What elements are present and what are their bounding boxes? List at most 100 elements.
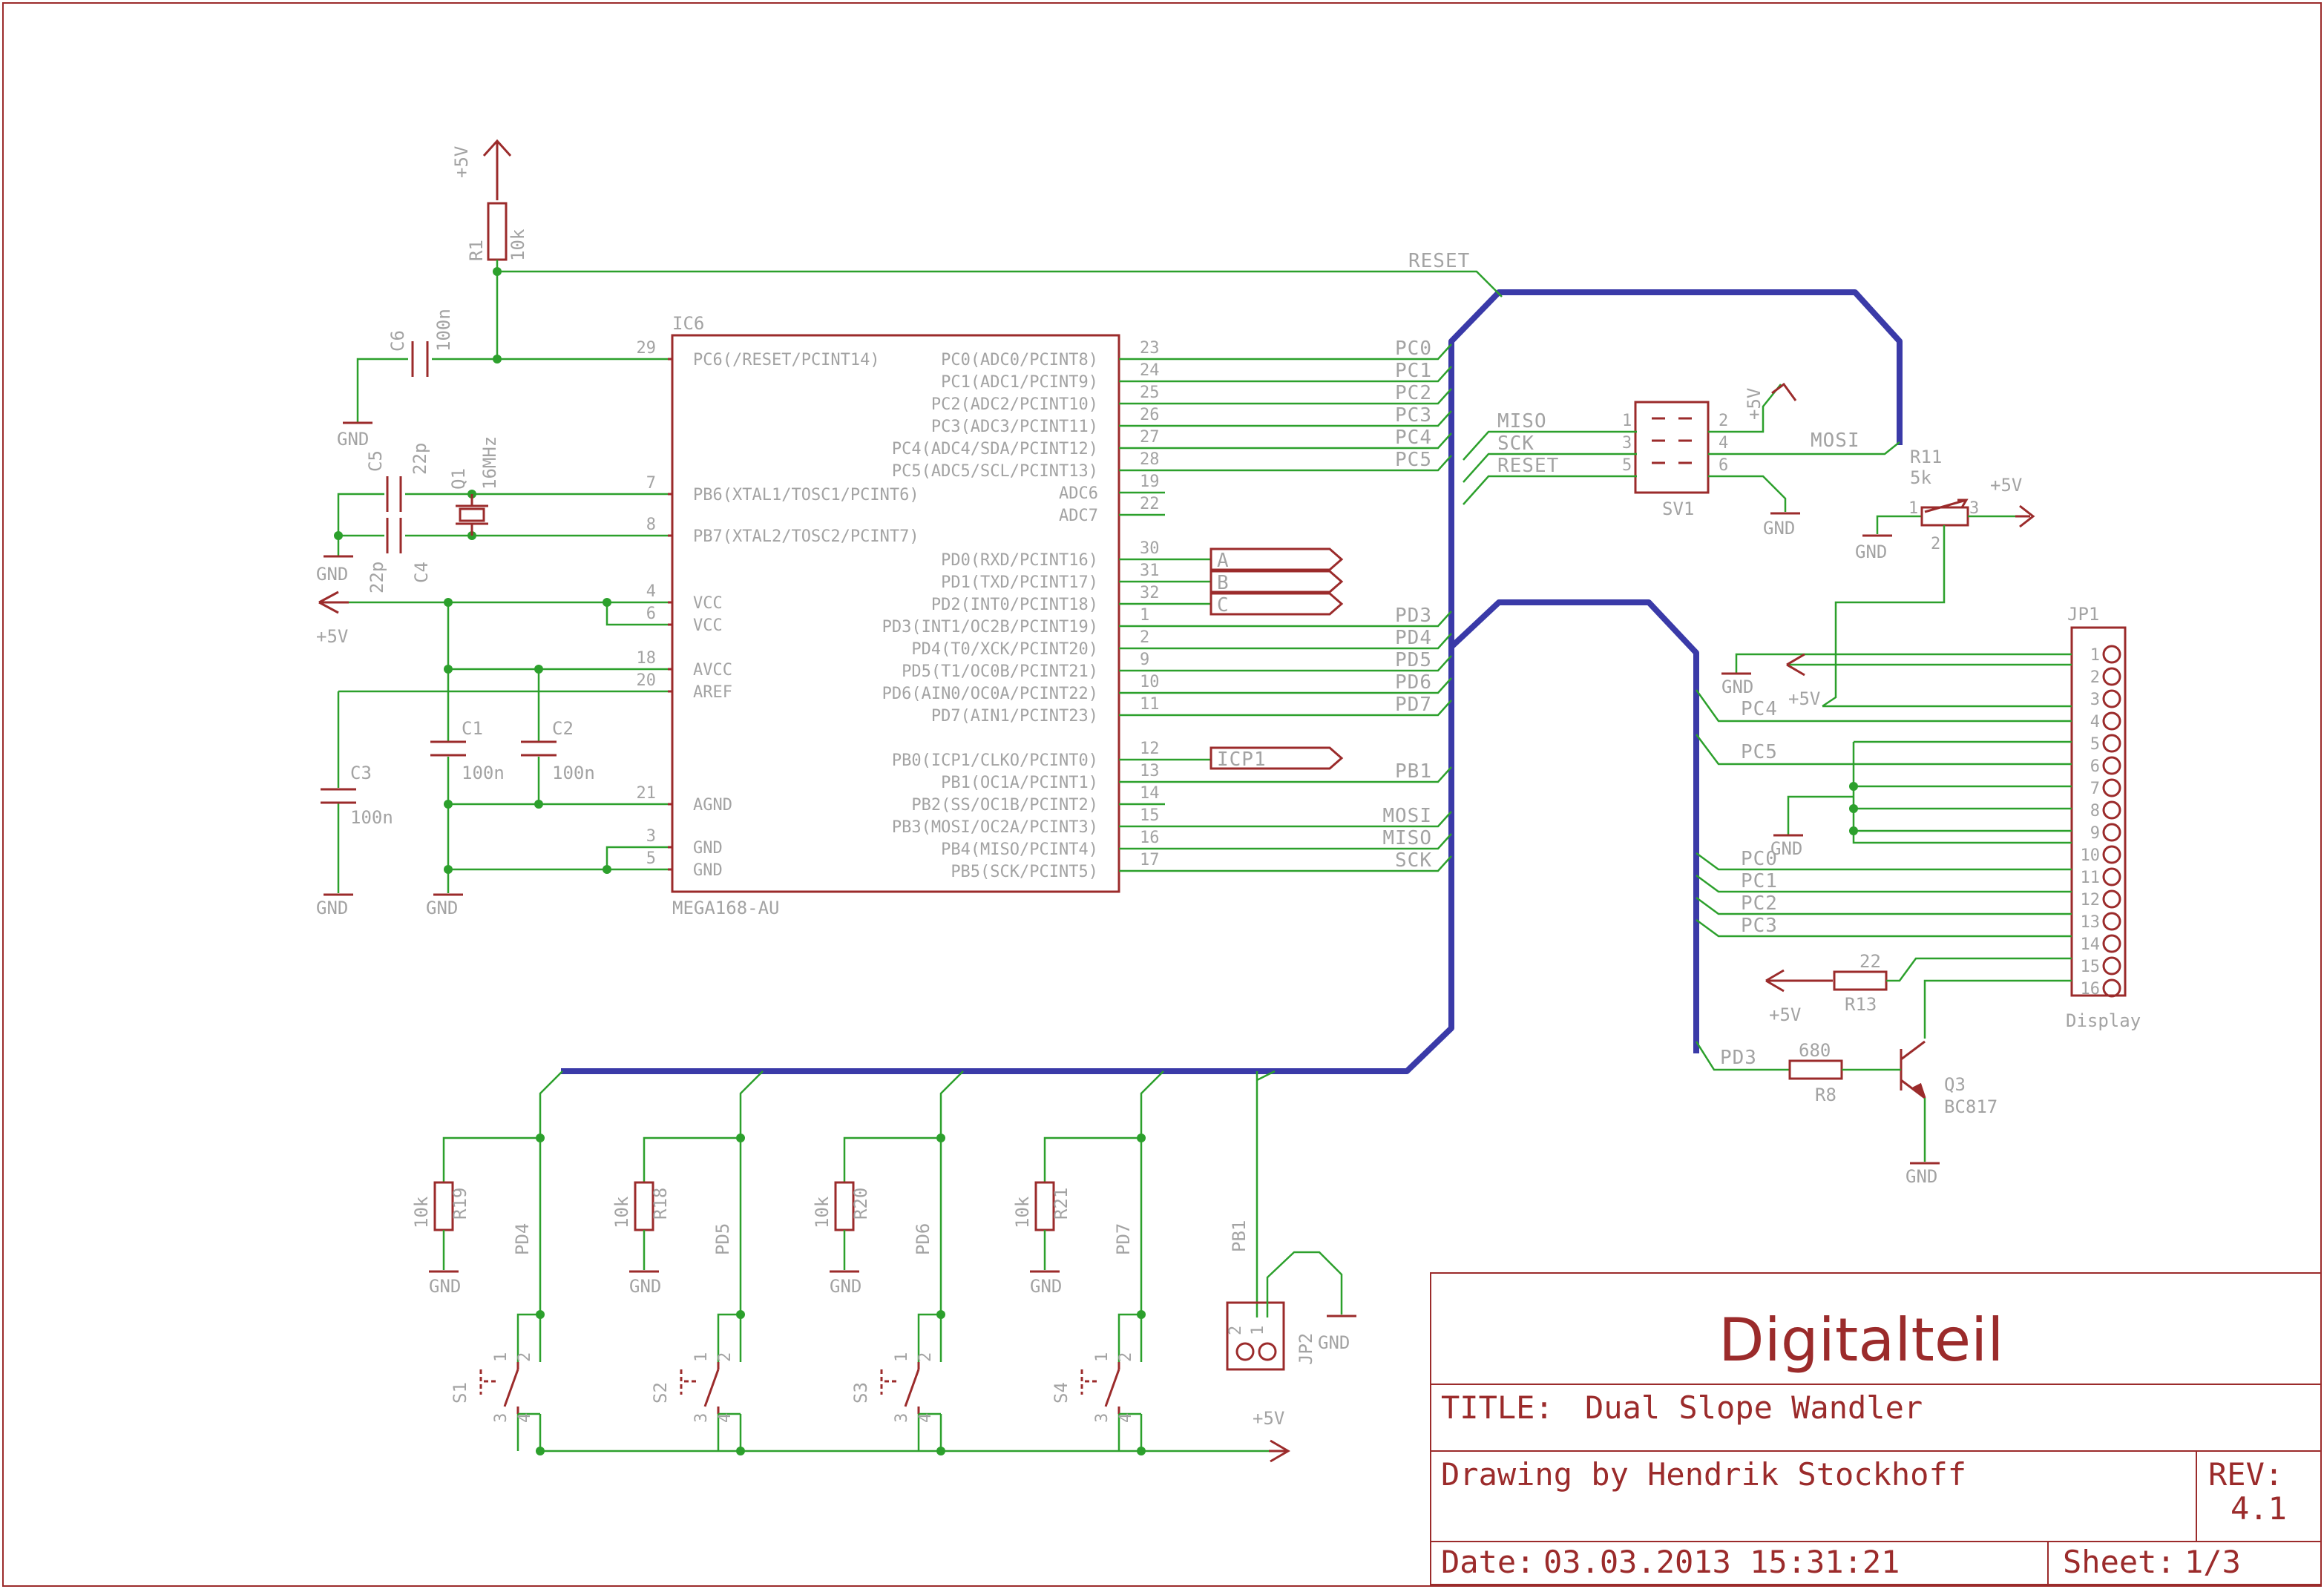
switch-pin: 2 <box>516 1352 534 1362</box>
pull-net: PD4 <box>512 1223 533 1255</box>
jp1-pin-socket <box>2102 800 2121 820</box>
date-value: 03.03.2013 15:31:21 <box>1543 1544 1900 1580</box>
ic6-right-pins: 23PC0(ADC0/PCINT8)PC024PC1(ADC1/PCINT9)P… <box>882 338 1452 881</box>
ic6-right-pin-num: 19 <box>1140 473 1160 491</box>
c3-value: 100n <box>350 807 393 828</box>
jp1-pin-socket <box>2102 689 2121 708</box>
pull-value: 10k <box>611 1196 632 1228</box>
r11-pin-1: 1 <box>1908 499 1918 518</box>
ic6-net-label: PC3 <box>1395 404 1432 427</box>
c4-value: 22p <box>367 562 387 593</box>
jp1-pin-num: 4 <box>2090 713 2100 731</box>
switch-pin: 2 <box>716 1352 735 1362</box>
pull-name: R20 <box>850 1188 871 1220</box>
r13-plus5v: +5V <box>1769 1004 1801 1025</box>
jp1-pin-num: 7 <box>2090 780 2100 798</box>
flag-c: C <box>1217 594 1230 616</box>
q3-value: BC817 <box>1944 1096 1998 1117</box>
c3-name: C3 <box>350 763 372 783</box>
switch-pin: 4 <box>716 1413 735 1423</box>
q3-name: Q3 <box>1944 1074 1966 1095</box>
ic6-right-pin-name: PB4(MISO/PCINT4) <box>941 840 1098 859</box>
r11-gnd: GND <box>1855 542 1887 562</box>
ic6-right-pin-name: PB3(MOSI/OC2A/PCINT3) <box>892 818 1098 837</box>
jp1-pin-num: 14 <box>2081 935 2101 954</box>
switch-pin: 1 <box>893 1352 911 1362</box>
c3-gnd: GND <box>316 898 348 918</box>
crystal-gnd: GND <box>316 564 348 585</box>
pull-value: 10k <box>411 1196 432 1228</box>
pull-net: PD6 <box>913 1223 933 1255</box>
jp1-pin-socket <box>2102 778 2121 797</box>
ic6-right-pin-name: PB0(ICP1/CLKO/PCINT0) <box>892 751 1098 770</box>
ic-gnd: GND <box>426 898 458 918</box>
jp1-pin-num: 9 <box>2090 824 2100 843</box>
sheet-label: Sheet: <box>2063 1544 2176 1580</box>
jp1-net-pc2: PC2 <box>1741 892 1778 915</box>
ic6-chip: IC6 MEGA168-AU 29PC6(/RESET/PCINT14)7PB6… <box>637 313 1452 918</box>
switch-pin: 3 <box>492 1413 511 1423</box>
jp1-pin-num: 8 <box>2090 802 2100 820</box>
ic6-right-pin-name: PD4(T0/XCK/PCINT20) <box>911 640 1098 659</box>
date-label: Date: <box>1441 1544 1534 1580</box>
switch-pin: 3 <box>893 1413 911 1423</box>
ic6-net-label: PD6 <box>1395 671 1432 694</box>
jp1-pin-num: 3 <box>2090 691 2100 709</box>
pull-gnd: GND <box>429 1276 461 1297</box>
c4-name: C4 <box>411 562 432 583</box>
ic6-right-pin-name: PD2(INT0/PCINT18) <box>931 596 1098 614</box>
plus5v-label: +5V <box>451 146 472 178</box>
switch-name: S1 <box>450 1382 470 1404</box>
r11-name: R11 <box>1910 447 1942 467</box>
ic6-right-pin-name: PC2(ADC2/PCINT10) <box>931 395 1098 414</box>
sv1-pin-3: 3 <box>1622 434 1632 453</box>
title-heading: Digitalteil <box>1719 1306 2004 1375</box>
ic6-right-pin-num: 22 <box>1140 495 1160 513</box>
jp1-pin-num: 12 <box>2081 891 2101 909</box>
c2-name: C2 <box>552 718 574 739</box>
switch-pin: 3 <box>1093 1413 1112 1423</box>
jp1-pin-num: 1 <box>2090 646 2100 665</box>
sheet-value: 1/3 <box>2185 1544 2241 1580</box>
sv1-connector: MISO SCK RESET MOSI 1 2 3 4 5 6 SV1 +5V … <box>1463 382 1900 539</box>
jp1-pin-socket <box>2102 956 2121 976</box>
ic6-net-label: SCK <box>1395 849 1432 872</box>
net-flags: A B C ICP1 <box>1209 547 1344 771</box>
title-label: TITLE: <box>1441 1389 1554 1426</box>
c1-name: C1 <box>462 718 483 739</box>
jp1-gnd-2: GND <box>1770 838 1802 859</box>
q1-value: 16MHz <box>479 436 500 490</box>
jp1-pin-socket <box>2102 823 2121 842</box>
sv1-pin-5: 5 <box>1622 456 1632 475</box>
pull-gnd: GND <box>1030 1276 1062 1297</box>
ic6-left-pin-num: 20 <box>637 671 657 690</box>
c6-gnd: GND <box>337 429 369 450</box>
ic6-right-pin-num: 1 <box>1140 606 1149 625</box>
switch-name: S3 <box>850 1382 871 1404</box>
ic6-right-pin-name: PD5(T1/OC0B/PCINT21) <box>902 662 1098 681</box>
c5-value: 22p <box>410 443 430 475</box>
r13-name: R13 <box>1845 994 1877 1015</box>
r1-value: 10k <box>508 228 528 261</box>
ic6-right-pin-num: 27 <box>1140 428 1160 447</box>
jp1-pin-socket <box>2102 845 2121 864</box>
ic6-right-pin-num: 23 <box>1140 339 1160 358</box>
ic6-left-pin-num: 6 <box>646 605 656 623</box>
jp1-pin-num: 11 <box>2081 869 2101 887</box>
pull-value: 10k <box>1012 1196 1033 1228</box>
ic6-right-pin-name: PC3(ADC3/PCINT11) <box>931 418 1098 436</box>
jp1-pin-socket <box>2102 889 2121 909</box>
ic6-left-pin-name: PB7(XTAL2/TOSC2/PCINT7) <box>693 527 919 546</box>
ic6-net-label: MISO <box>1382 827 1432 849</box>
ic6-right-pin-name: PC1(ADC1/PCINT9) <box>941 373 1098 392</box>
ic6-right-pin-num: 14 <box>1140 784 1160 803</box>
jp1-pin-socket <box>2102 934 2121 953</box>
r11-potentiometer: R11 5k 1 3 2 +5V GND <box>1822 447 2035 708</box>
net-reset-label: RESET <box>1408 250 1470 272</box>
switch-pin: 4 <box>516 1413 534 1423</box>
r8-net-pd3: PD3 <box>1720 1047 1757 1069</box>
jp1-pin-num: 16 <box>2081 980 2101 999</box>
r11-value: 5k <box>1910 467 1931 488</box>
jp2-name: JP2 <box>1296 1333 1316 1365</box>
